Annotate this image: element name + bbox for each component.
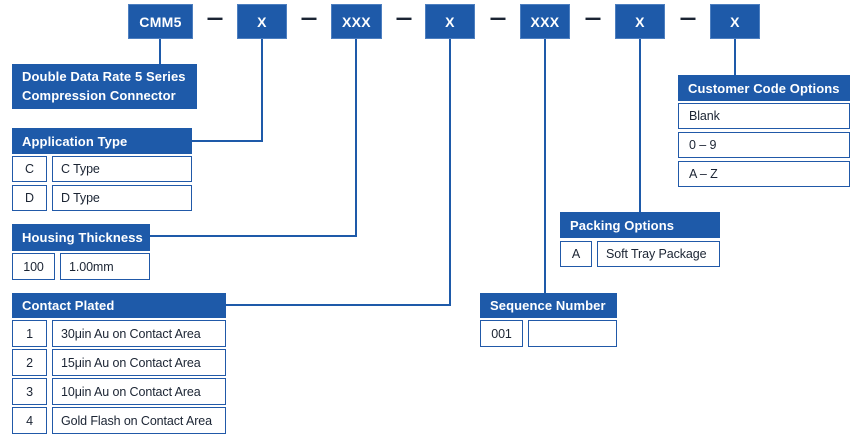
sequence-number-table-title: Sequence Number — [480, 293, 617, 318]
part-number-segment-series: CMM5 — [128, 4, 193, 39]
part-number-segment-customer-code: X — [710, 4, 760, 39]
part-number-segment-sequence-number: XXX — [520, 4, 570, 39]
value-cell: 10μin Au on Contact Area — [52, 378, 226, 405]
table-row: 1 30μin Au on Contact Area — [12, 320, 226, 347]
customer-code-options-table-title: Customer Code Options — [678, 75, 850, 101]
dash-separator: — — [302, 1, 317, 36]
code-cell: A — [560, 241, 592, 267]
code-cell: 3 — [12, 378, 47, 405]
code-cell: C — [12, 156, 47, 182]
table-row: C C Type — [12, 156, 192, 182]
packing-options-table-title: Packing Options — [560, 212, 720, 238]
dash-separator: — — [491, 1, 506, 36]
value-cell — [528, 320, 617, 347]
housing-thickness-table-title: Housing Thickness — [12, 224, 150, 251]
dash-glyph: — — [585, 4, 601, 33]
connector-line-housing-thickness — [355, 39, 357, 237]
dash-separator: — — [681, 1, 696, 36]
table-row: 0 – 9 — [678, 132, 850, 158]
customer-code-options-table: Customer Code Options Blank 0 – 9 A – Z — [678, 75, 850, 187]
table-row: A Soft Tray Package — [560, 241, 720, 267]
application-type-table: Application Type C C Type D D Type — [12, 128, 192, 211]
housing-thickness-table: Housing Thickness 100 1.00mm — [12, 224, 150, 280]
table-row: 4 Gold Flash on Contact Area — [12, 407, 226, 434]
connector-line-contact-plated — [226, 304, 451, 306]
value-cell: Blank — [678, 103, 850, 129]
table-row: 2 15μin Au on Contact Area — [12, 349, 226, 376]
table-row: A – Z — [678, 161, 850, 187]
part-number-segment-packing-option: X — [615, 4, 665, 39]
part-number-segment-contact-plated: X — [425, 4, 475, 39]
value-cell: Gold Flash on Contact Area — [52, 407, 226, 434]
table-row: D D Type — [12, 185, 192, 211]
connector-line-sequence-number — [544, 39, 546, 293]
dash-separator: — — [208, 1, 223, 36]
code-cell: 001 — [480, 320, 523, 347]
part-number-segment-housing-thickness: XXX — [331, 4, 382, 39]
value-cell: 1.00mm — [60, 253, 150, 280]
dash-separator: — — [586, 1, 601, 36]
dash-glyph: — — [680, 4, 696, 33]
code-cell: 1 — [12, 320, 47, 347]
connector-line-customer-code — [734, 39, 736, 75]
connector-line-housing-thickness — [150, 235, 357, 237]
code-cell: D — [12, 185, 47, 211]
value-cell: C Type — [52, 156, 192, 182]
value-cell: A – Z — [678, 161, 850, 187]
contact-plated-table-title: Contact Plated — [12, 293, 226, 318]
connector-line-application-type — [192, 140, 263, 142]
connector-line-packing-options — [639, 39, 641, 212]
value-cell: 15μin Au on Contact Area — [52, 349, 226, 376]
table-row: Blank — [678, 103, 850, 129]
part-number-segment-application-type: X — [237, 4, 287, 39]
series-description-box: Double Data Rate 5 Series Compression Co… — [12, 64, 197, 109]
series-description-line: Compression Connector — [22, 87, 176, 103]
code-cell: 2 — [12, 349, 47, 376]
value-cell: 0 – 9 — [678, 132, 850, 158]
code-cell: 4 — [12, 407, 47, 434]
value-cell: D Type — [52, 185, 192, 211]
dash-glyph: — — [207, 4, 223, 33]
dash-separator: — — [397, 1, 412, 36]
connector-line-contact-plated — [449, 39, 451, 306]
series-description-line: Double Data Rate 5 Series — [22, 68, 186, 84]
value-cell: Soft Tray Package — [597, 241, 720, 267]
dash-glyph: — — [301, 4, 317, 33]
dash-glyph: — — [396, 4, 412, 33]
dash-glyph: — — [490, 4, 506, 33]
packing-options-table: Packing Options A Soft Tray Package — [560, 212, 720, 267]
application-type-table-title: Application Type — [12, 128, 192, 154]
value-cell: 30μin Au on Contact Area — [52, 320, 226, 347]
contact-plated-table: Contact Plated 1 30μin Au on Contact Are… — [12, 293, 226, 434]
table-row: 100 1.00mm — [12, 253, 150, 280]
connector-line-series — [159, 39, 161, 64]
code-cell: 100 — [12, 253, 55, 280]
table-row: 001 — [480, 320, 617, 347]
table-row: 3 10μin Au on Contact Area — [12, 378, 226, 405]
sequence-number-table: Sequence Number 001 — [480, 293, 617, 347]
connector-line-application-type — [261, 39, 263, 142]
